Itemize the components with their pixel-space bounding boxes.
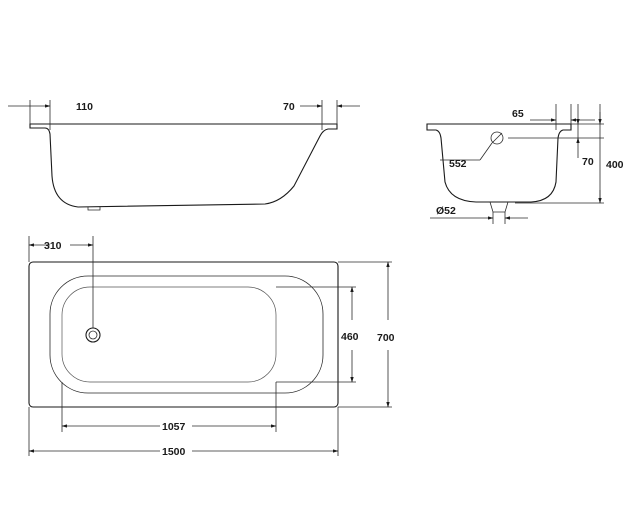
- end-view-leader-552: [479, 142, 493, 161]
- end-view-dim-drain: Ø52: [436, 205, 456, 217]
- side-view-drain-foot: [87, 207, 101, 211]
- plan-view-dim-460: 460: [341, 331, 359, 343]
- side-view-dim-70: 70: [283, 101, 295, 113]
- end-view-overflow-circle: [490, 131, 504, 145]
- plan-view-bottom-area: [61, 286, 277, 383]
- plan-view-dim-1500: 1500: [162, 446, 186, 458]
- side-view-tub-outline: [29, 123, 338, 208]
- end-view-drain-foot: [489, 201, 509, 213]
- plan-view-outer-rim: [28, 261, 339, 408]
- side-view: 110 70: [8, 100, 360, 211]
- end-view: 65 552 70 400 Ø52: [426, 104, 624, 224]
- plan-view-dim-700: 700: [377, 332, 395, 344]
- plan-view-dim-1057: 1057: [162, 421, 186, 433]
- end-view-dim-65: 65: [512, 108, 524, 120]
- side-view-dim-110: 110: [76, 101, 93, 113]
- end-view-dim-70-text: 70: [582, 156, 594, 168]
- plan-view-drain-inner: [88, 330, 98, 340]
- end-view-dim-400-text: 400: [606, 159, 624, 171]
- plan-view-inner-basin: [49, 275, 324, 394]
- plan-view: 310 460 700 1057 1500: [28, 236, 395, 458]
- end-view-overflow-slash: [491, 132, 503, 144]
- end-view-tub-outline: [426, 123, 572, 203]
- end-view-dim-552: 552: [449, 158, 467, 170]
- plan-view-dim-310: 310: [44, 240, 62, 252]
- plan-view-drain-outer: [85, 327, 101, 343]
